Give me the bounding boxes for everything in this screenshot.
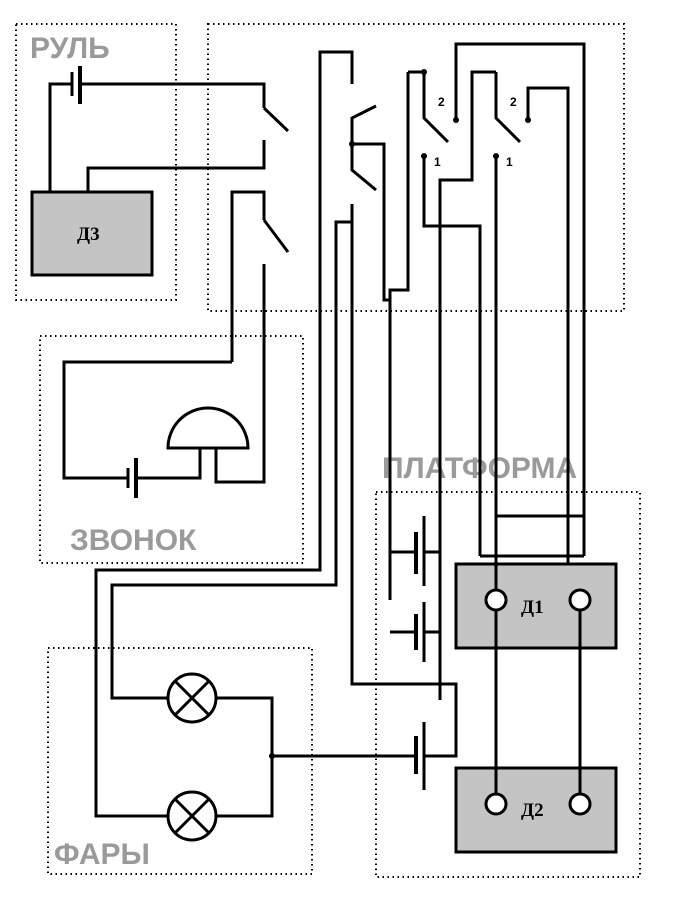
motor-d1-terminal-left [484,588,508,612]
left-reverser-pos1-wire [422,156,482,556]
bell-switch[interactable] [262,219,290,253]
left-reverser-pos2-wire [454,42,586,556]
steering-battery [70,66,82,104]
right-reverser-blade[interactable] [494,72,522,144]
bell-icon [166,406,250,450]
right-reverser-pos2-wire [526,86,570,556]
steering-wire-left [48,82,72,192]
motor-d2-label: Д2 [521,800,544,821]
right-reverser-label-2: 2 [510,95,517,109]
headlight-lower-lamp [166,790,218,842]
motor-d2-terminal-left [484,792,508,816]
right-reverser-feed [438,70,496,700]
headlight-battery [414,722,426,790]
steering-zone-title: РУЛЬ [30,32,110,65]
headlight-upper-lamp [166,672,218,724]
left-reverser-label-1: 1 [434,155,441,169]
left-reverser-pivot [421,69,427,75]
steering-switch-upper[interactable] [262,106,290,133]
left-reverser-contact-2 [453,117,459,123]
motor-d1 [454,562,618,650]
bell-battery [126,458,138,498]
bell-wire-upper [230,190,266,362]
bell-wire-right [214,264,266,484]
steering-zone-frame [15,23,177,301]
motor-d1-terminal-right [568,588,592,612]
headlight-wire-lower [94,50,354,818]
headlight-right-bus [216,696,274,818]
motor-d3 [30,190,154,277]
bell-wire-battery [136,448,202,480]
bell-zone-title: ЗВОНОК [70,524,197,557]
left-reverser-label-2: 2 [438,95,445,109]
motor-d1-label: Д1 [521,597,544,618]
motor-d3-label: Д3 [77,224,100,245]
platform-feed-wire [388,72,410,600]
steering-wire-top [80,82,266,108]
bell-zone-frame [39,335,304,564]
headlights-zone-title: ФАРЫ [54,838,150,871]
switch-panel-frame [207,23,625,312]
motor-d2 [454,766,618,854]
motor-d2-terminal-right [568,792,592,816]
headlight-battery-return [350,222,458,758]
steering-wire-motor [86,140,266,192]
bell-wire-loop [62,360,232,480]
mid-switch-top[interactable] [350,104,377,140]
right-reverser-label-1: 1 [506,155,513,169]
mid-switch-bottom[interactable] [350,140,377,192]
left-reverser-blade[interactable] [408,70,450,144]
platform-battery-2 [414,602,426,662]
mid-switch-feed [352,142,390,302]
platform-battery-1 [414,516,426,586]
